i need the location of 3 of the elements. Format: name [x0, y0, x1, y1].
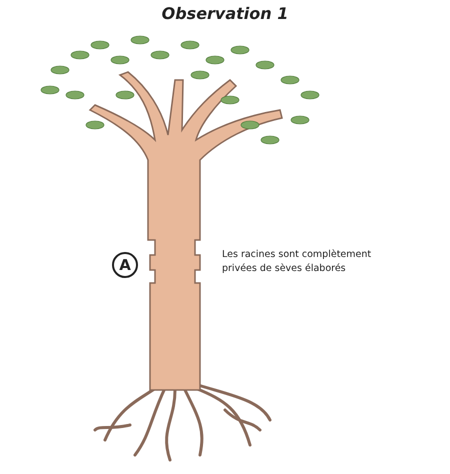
- callout-letter: A: [112, 252, 138, 278]
- diagram-title: Observation 1: [160, 4, 290, 23]
- note-text: Les racines sont complètement privées de sèves élaborés: [222, 248, 372, 276]
